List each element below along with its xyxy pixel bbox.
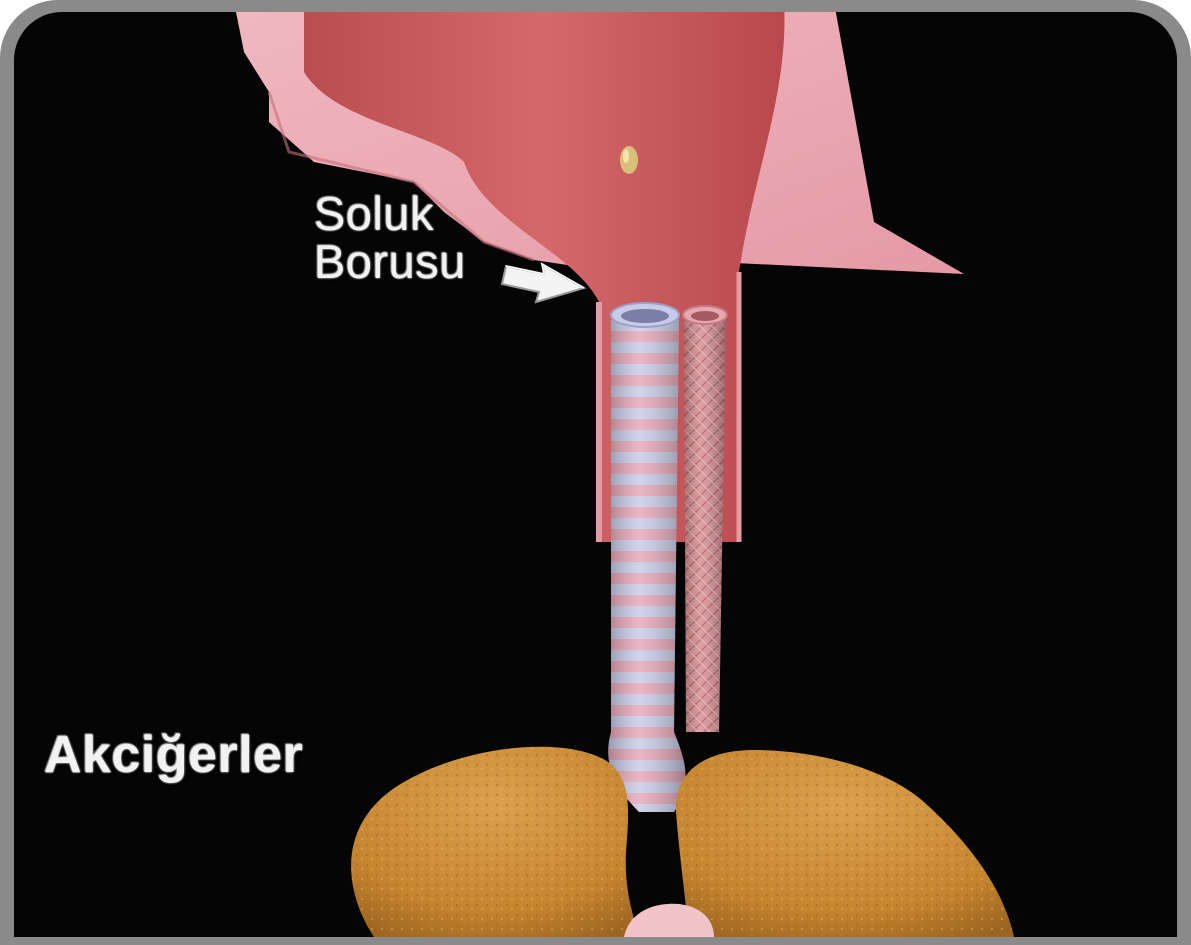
trachea-label-line1: Soluk: [314, 190, 466, 238]
left-lung: [351, 747, 639, 937]
anatomy-illustration: [14, 12, 1177, 937]
right-lung: [676, 750, 1014, 937]
trachea-label: Soluk Borusu: [314, 190, 466, 286]
trachea-label-line2: Borusu: [314, 238, 466, 286]
lungs-label: Akciğerler: [44, 727, 303, 783]
esophagus: [683, 306, 727, 732]
uvula-marker: [620, 146, 638, 174]
trachea: [608, 303, 685, 812]
arrow-right-icon: [502, 264, 584, 302]
anatomy-scene: Soluk Borusu Akciğerler: [14, 12, 1177, 937]
